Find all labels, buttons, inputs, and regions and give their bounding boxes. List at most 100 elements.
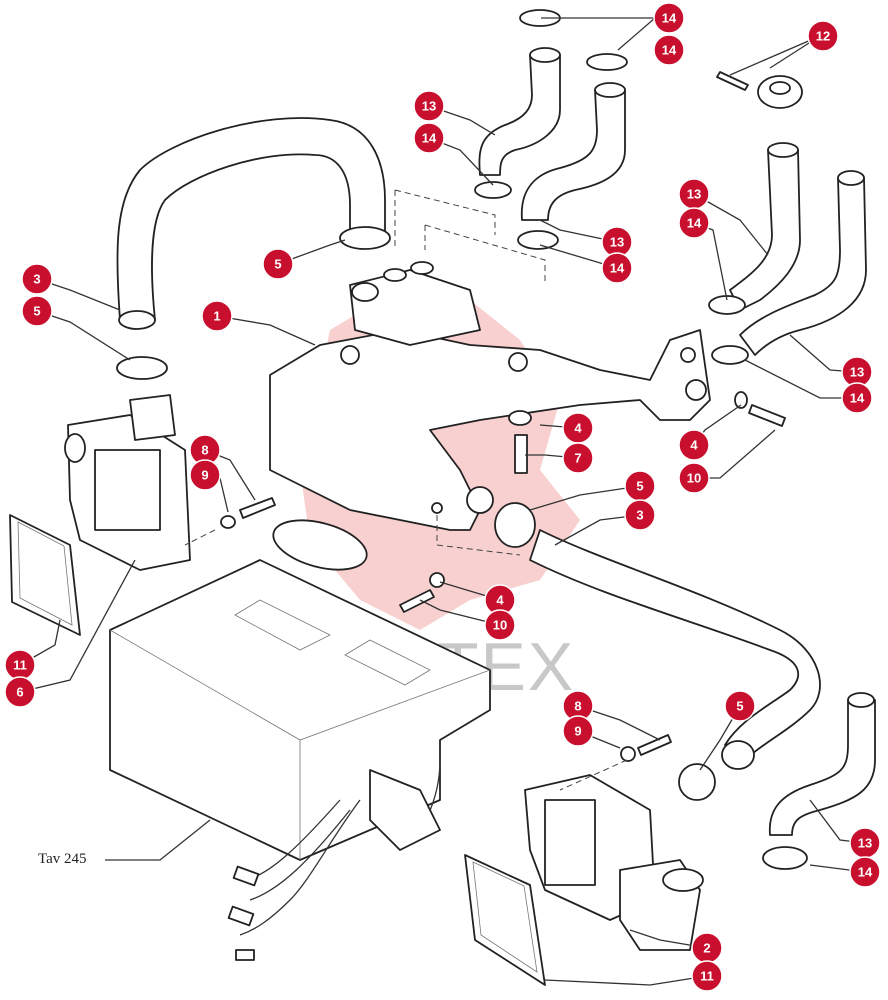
manifold-bolt-hole [431, 502, 443, 514]
flange-box-left-window [94, 449, 161, 531]
callout-label: 14 [858, 865, 873, 880]
hose-bottom-right [768, 699, 876, 836]
callout-14: 14 [601, 252, 633, 284]
flange-box-left-elbow [64, 433, 86, 463]
hose-large-left-end [118, 310, 156, 330]
clamp-14-mid [474, 181, 512, 199]
clamp-14-mid-2 [517, 230, 559, 250]
hose-small-top-1 [478, 54, 561, 176]
callout-5: 5 [262, 248, 294, 280]
callout-label: 13 [850, 365, 864, 380]
manifold-port-2 [410, 261, 434, 275]
manifold-top-flange [349, 269, 481, 346]
callout-label: 14 [687, 216, 702, 231]
hose-right-1-end [767, 142, 799, 158]
hose-small-top-2 [520, 89, 626, 221]
callout-label: 10 [493, 618, 507, 633]
callout-6: 6 [4, 676, 36, 708]
washer-4-centre [429, 572, 445, 588]
callout-9: 9 [189, 459, 221, 491]
hose-small-top-2-end [594, 82, 626, 98]
reference-label: Tav 245 [38, 851, 87, 867]
hose-right-2 [739, 177, 867, 356]
alignment-lines [184, 189, 628, 791]
callout-12: 12 [807, 20, 839, 52]
clamp-5-top [339, 226, 391, 250]
callout-label: 13 [610, 235, 624, 250]
callout-14: 14 [849, 856, 881, 888]
callout-2: 2 [691, 932, 723, 964]
callout-3: 3 [21, 263, 53, 295]
callout-label: 14 [662, 11, 677, 26]
gasket-right [464, 854, 546, 986]
manifold-port-3 [351, 282, 379, 302]
callout-11: 11 [4, 649, 36, 681]
bolt-10-centre [399, 589, 435, 613]
manifold-hole-2 [508, 352, 528, 372]
manifold-hole-3 [680, 347, 696, 363]
callout-label: 13 [422, 99, 436, 114]
callout-label: 7 [574, 451, 581, 466]
callout-label: 4 [496, 593, 504, 608]
callout-label: 11 [700, 969, 714, 984]
grommet-hole [769, 81, 791, 95]
callout-label: 14 [850, 391, 865, 406]
clamp-14-bottom [762, 846, 808, 870]
callout-label: 14 [610, 261, 625, 276]
flange-box-left-pipe [129, 394, 176, 441]
callout-13: 13 [841, 356, 873, 388]
clamp-5-left [116, 356, 168, 380]
hose-right-1 [729, 149, 801, 311]
hose-bottom-right-end [847, 692, 875, 708]
callout-label: 13 [687, 187, 701, 202]
callout-11: 11 [691, 960, 723, 992]
bolt-10-right [748, 404, 786, 427]
callout-9: 9 [562, 715, 594, 747]
manifold-body [269, 329, 711, 531]
callout-label: 5 [33, 304, 40, 319]
callout-label: 4 [690, 438, 698, 453]
callout-label: 12 [816, 29, 830, 44]
callout-label: 9 [574, 724, 581, 739]
callout-label: 8 [574, 699, 581, 714]
washer-4-right [734, 391, 748, 409]
callout-14: 14 [413, 122, 445, 154]
callout-13: 13 [413, 90, 445, 122]
manifold-outlet [466, 486, 494, 514]
callout-label: 9 [201, 468, 208, 483]
wiring-harness [239, 759, 441, 936]
clamp-14-top-right [586, 53, 628, 71]
callout-label: 4 [574, 421, 582, 436]
callout-4: 4 [678, 429, 710, 461]
callout-7: 7 [562, 442, 594, 474]
hose-right-2-end [837, 170, 865, 186]
connector-3 [235, 949, 255, 961]
bolt-8-left [239, 497, 276, 519]
callout-label: 5 [736, 699, 743, 714]
manifold-hole-4 [685, 379, 707, 401]
callout-label: 14 [662, 43, 677, 58]
elbow-right-port [662, 868, 704, 892]
bolt-8-right [637, 734, 672, 756]
callout-5: 5 [724, 690, 756, 722]
callout-label: 5 [274, 257, 281, 272]
callout-label: 3 [636, 508, 643, 523]
callout-4: 4 [484, 584, 516, 616]
callout-13: 13 [678, 178, 710, 210]
clamp-14-right-2 [711, 345, 749, 365]
oring-gasket [272, 519, 368, 571]
hose-large-lower-end [721, 740, 755, 770]
callout-5: 5 [21, 295, 53, 327]
washer-9-right [620, 746, 636, 762]
screw-12 [716, 71, 749, 91]
callout-13: 13 [849, 827, 881, 859]
callout-14: 14 [653, 34, 685, 66]
callout-10: 10 [678, 462, 710, 494]
callout-5: 5 [624, 470, 656, 502]
connector-2 [227, 905, 255, 927]
clamp-14-right [708, 295, 746, 315]
callout-4: 4 [562, 412, 594, 444]
callout-13: 13 [601, 226, 633, 258]
callout-14: 14 [653, 2, 685, 34]
